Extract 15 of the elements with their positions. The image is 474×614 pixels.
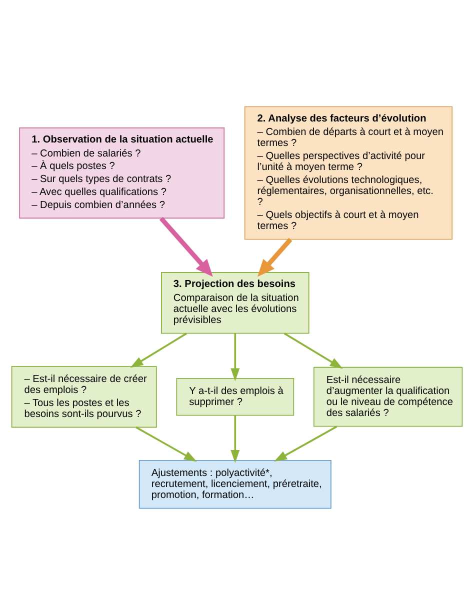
- node-box: – Est-il nécessaire de créer des emplois ? – Tous les postes et les besoins sont-ils pourvus ?: [11, 366, 157, 428]
- arrow: [136, 426, 197, 462]
- node-box: Ajustements : polyactivité*, recrutement, licenciement, préretraite, promotion, formation…: [138, 459, 332, 508]
- arrow: [284, 332, 343, 368]
- node-box: 1. Observation de la situation actuelle – Combien de salariés ? – À quels postes ? – Sur quels types de contrats ? – Avec quelles qualifications ? – Depuis combien d’années ?: [19, 126, 225, 218]
- node-box: Est-il nécessaire d’augmenter la qualification ou le niveau de compétence des salariés ?: [313, 366, 463, 426]
- node-box: Y a-t-il des emplois à supprimer ?: [176, 377, 294, 416]
- arrow: [274, 425, 338, 462]
- arrow: [230, 415, 240, 462]
- arrow: [257, 237, 292, 276]
- arrow: [130, 332, 187, 368]
- arrow: [230, 332, 240, 381]
- node-box: 3. Projection des besoins Comparaison de la situation actuelle avec les évolutions prévisibles: [161, 272, 310, 334]
- node-box: 2. Analyse des facteurs d’évolution – Combien de départs à court et à moyen termes ? – Quelles perspectives d’activité pour l’unité à moyen terme ? – Quelles évolutions technologiques, réglementaires, organisationnelles, etc. ? – Quels objectifs à court et à moyen termes ?: [244, 106, 453, 240]
- arrow: [159, 216, 213, 276]
